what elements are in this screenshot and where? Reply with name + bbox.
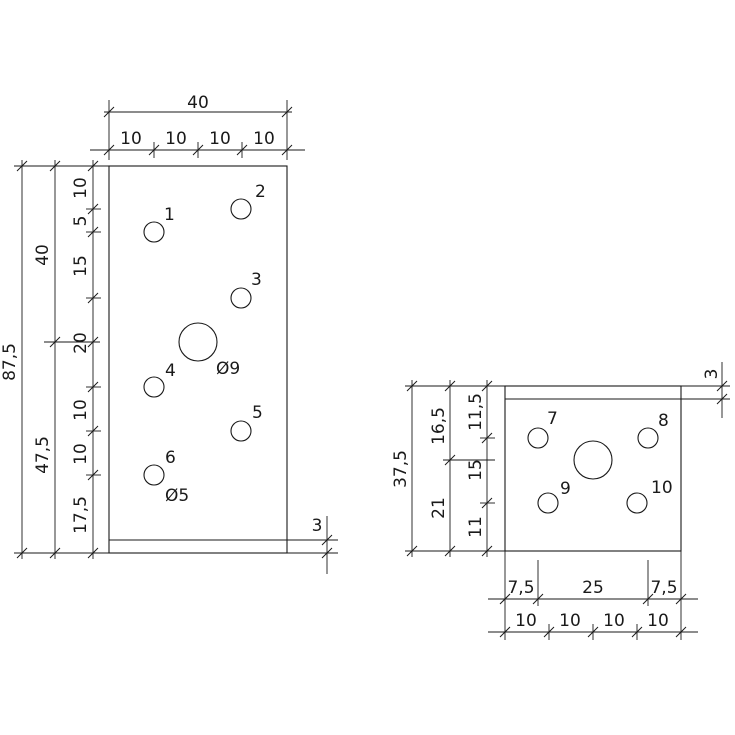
dim-right-inner-2: 15	[466, 459, 486, 481]
big-hole-diameter-label: Ø9	[216, 359, 240, 379]
dim-left-mid-1: 40	[33, 244, 53, 266]
big-hole-right	[573, 440, 613, 480]
dim-right-bottom-2: 25	[582, 578, 604, 598]
small-hole-diameter-label: Ø5	[165, 486, 189, 506]
dim-right-bottom-seg-2: 10	[559, 611, 581, 631]
hole-8	[637, 427, 659, 449]
dim-left-mid-2: 47,5	[33, 436, 53, 474]
dim-left-thickness: 3	[312, 516, 323, 536]
dim-left-inner-5: 10	[71, 399, 91, 421]
dim-right-bottom-1: 7,5	[507, 578, 534, 598]
right-plate-outline	[504, 385, 682, 552]
dim-right-mid-2: 21	[429, 497, 449, 519]
hole-label-8: 8	[658, 411, 669, 431]
hole-label-4: 4	[165, 361, 176, 381]
dim-right-inner-1: 11,5	[466, 393, 486, 431]
right-view: 7 8 9 10 37,5 16,5 21 11,5 15 11	[391, 362, 730, 640]
dim-top-seg-4: 10	[253, 129, 275, 149]
big-hole-left	[178, 322, 218, 362]
hole-label-10: 10	[651, 478, 673, 498]
dim-left-overall: 87,5	[0, 343, 20, 381]
left-view: 1 2 3 4 5 6 Ø9 Ø5 40 10 10 10 10	[0, 93, 338, 574]
dim-right-thickness: 3	[702, 369, 722, 380]
hole-1	[143, 221, 165, 243]
dim-left-inner-2: 5	[71, 216, 91, 227]
hole-label-1: 1	[164, 205, 175, 225]
dim-right-bottom-seg-1: 10	[515, 611, 537, 631]
dim-top-seg-1: 10	[120, 129, 142, 149]
dim-top-seg-3: 10	[209, 129, 231, 149]
hole-3	[230, 287, 252, 309]
hole-label-2: 2	[255, 182, 266, 202]
hole-label-5: 5	[252, 403, 263, 423]
hole-6	[143, 464, 165, 486]
dim-right-inner-3: 11	[466, 516, 486, 538]
dim-left-inner-6: 10	[71, 443, 91, 465]
hole-10	[626, 492, 648, 514]
hole-5	[230, 420, 252, 442]
dim-right-mid-1: 16,5	[429, 407, 449, 445]
dim-right-bottom-seg-3: 10	[603, 611, 625, 631]
hole-label-9: 9	[560, 479, 571, 499]
hole-label-6: 6	[165, 448, 176, 468]
dim-left-inner-4: 20	[71, 332, 91, 354]
dim-left-inner-7: 17,5	[71, 496, 91, 534]
hole-label-3: 3	[251, 270, 262, 290]
left-plate-outline	[108, 165, 288, 554]
dim-left-inner-3: 15	[71, 255, 91, 277]
hole-label-7: 7	[547, 409, 558, 429]
dim-top-overall: 40	[187, 93, 209, 113]
hole-4	[143, 376, 165, 398]
dim-right-bottom-seg-4: 10	[647, 611, 669, 631]
hole-2	[230, 198, 252, 220]
hole-7	[527, 427, 549, 449]
dim-left-inner-1: 10	[71, 177, 91, 199]
dim-right-bottom-3: 7,5	[650, 578, 677, 598]
dim-right-overall: 37,5	[391, 450, 411, 488]
hole-9	[537, 492, 559, 514]
dim-top-seg-2: 10	[165, 129, 187, 149]
